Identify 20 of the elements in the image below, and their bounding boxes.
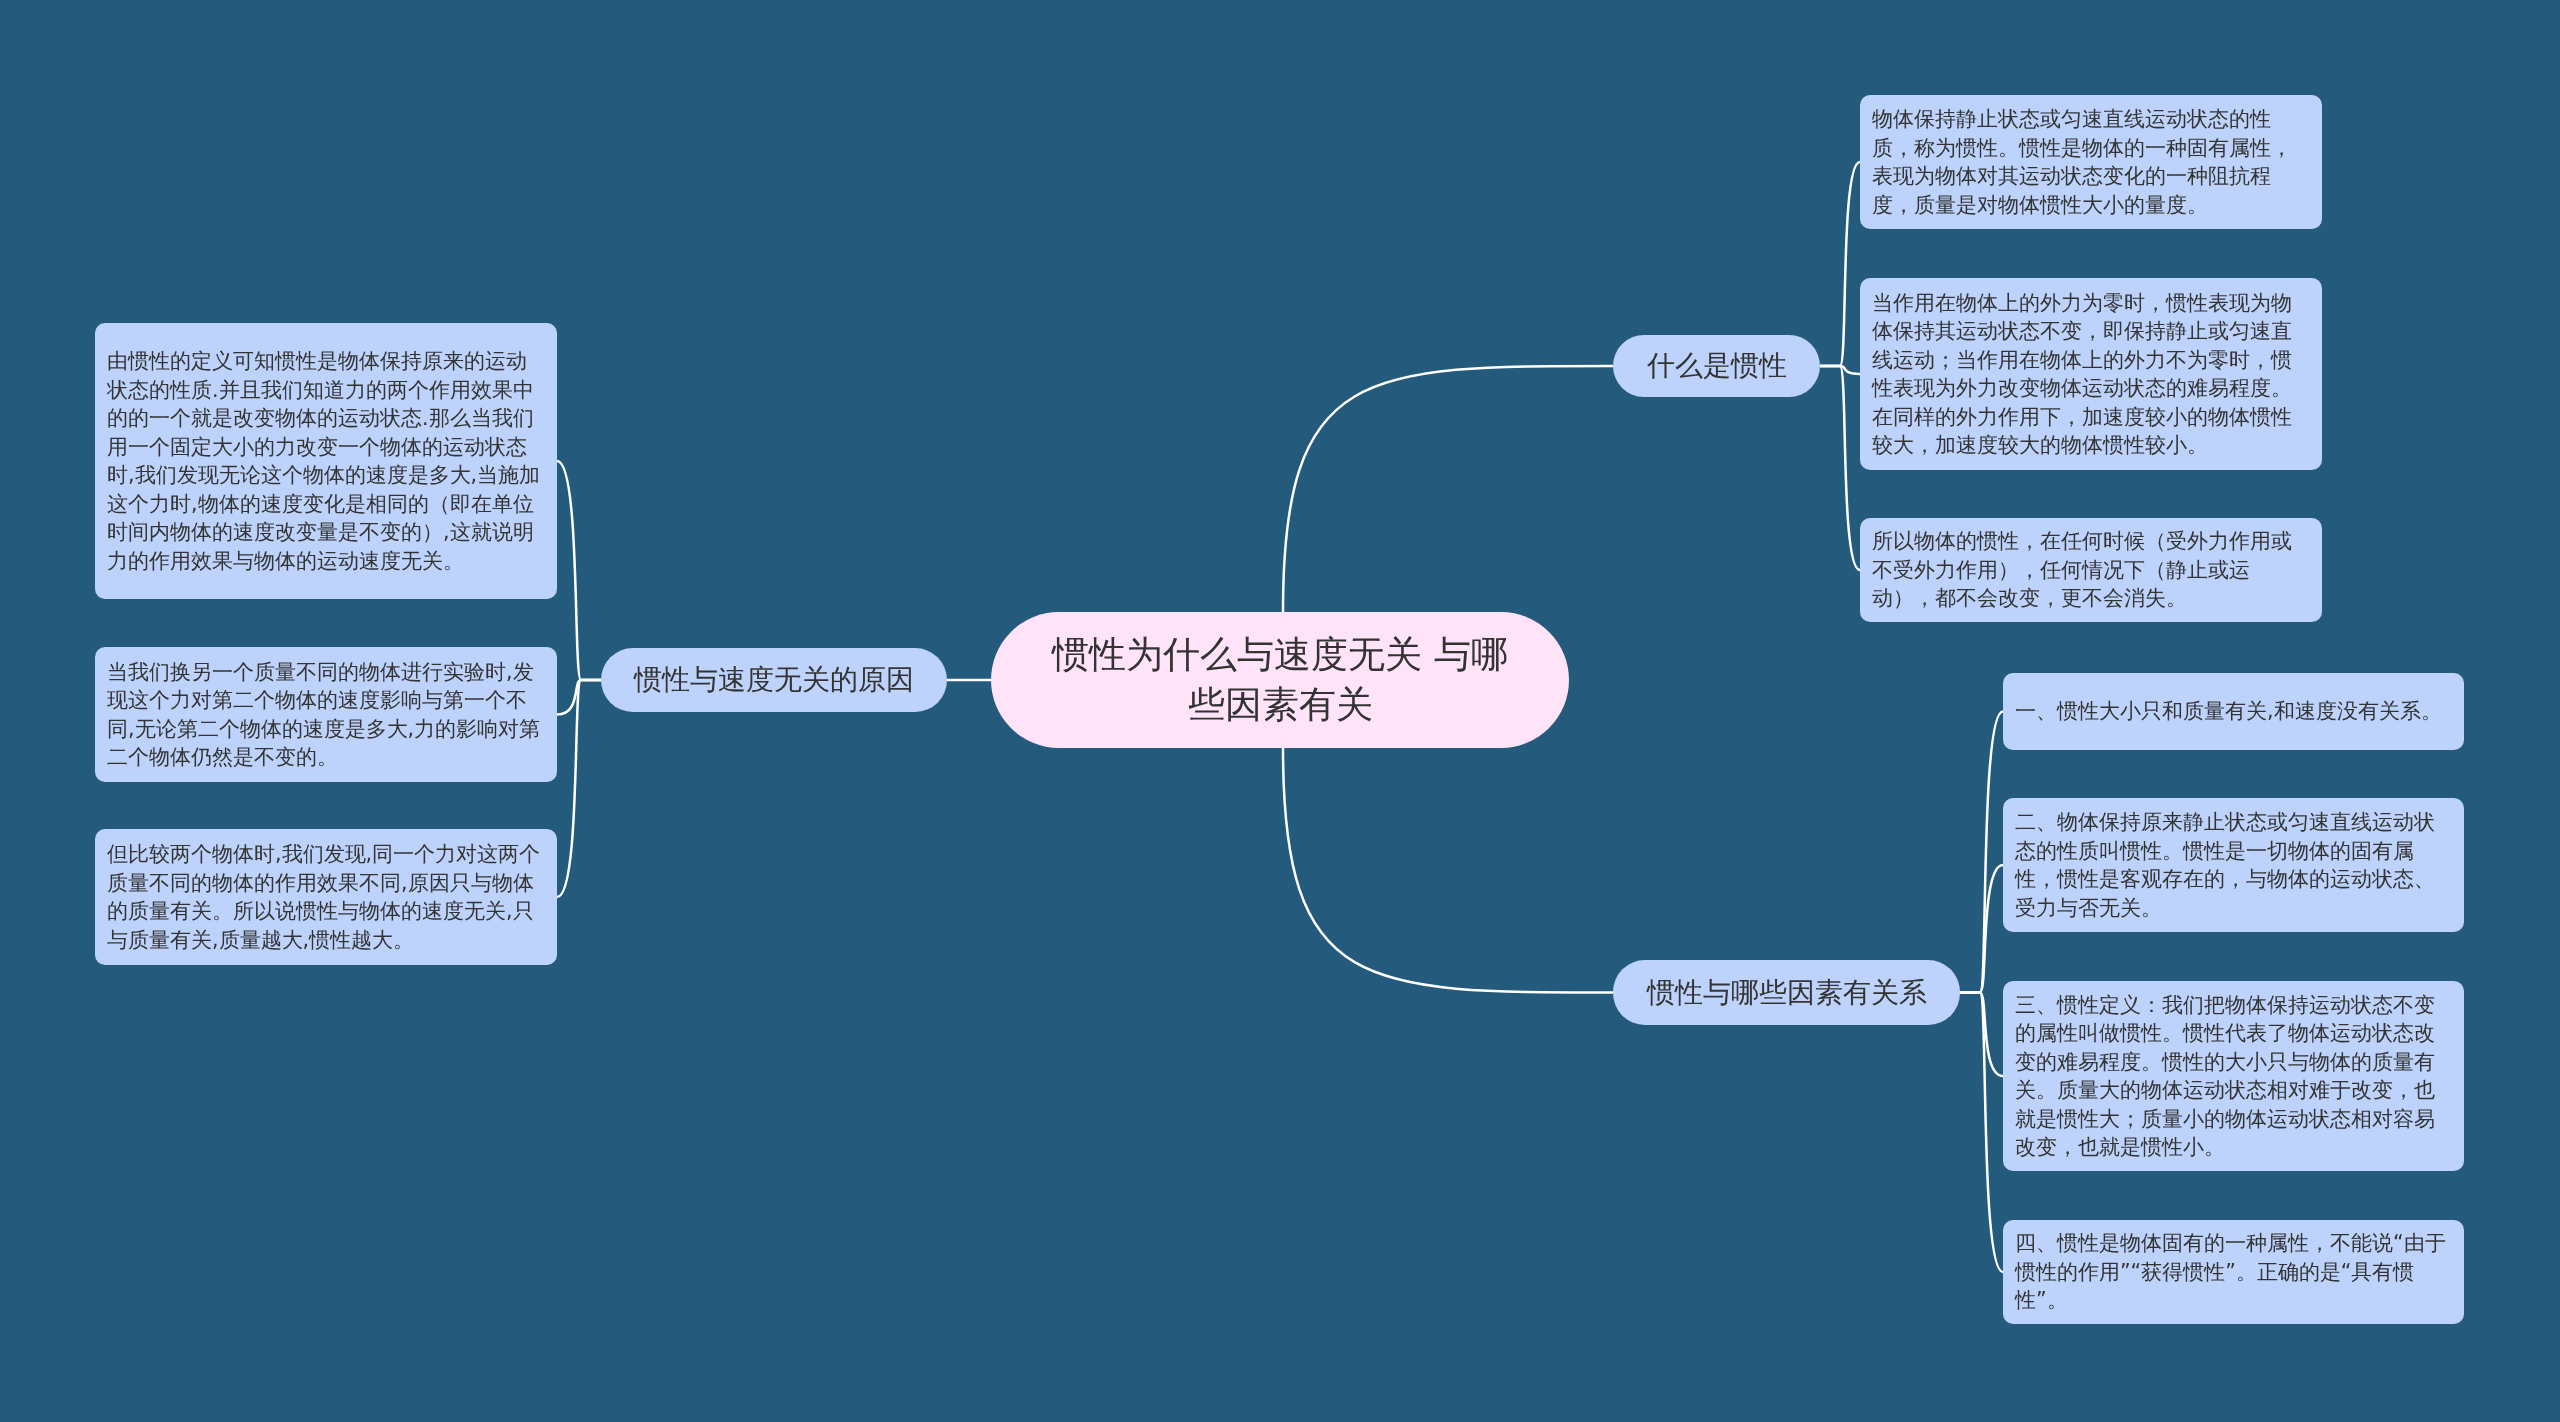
note-box: 一、惯性大小只和质量有关,和速度没有关系。 [2003,673,2464,750]
topic-box: 惯性与速度无关的原因 [601,648,947,712]
connector-line [947,678,991,682]
topic-box: 惯性与哪些因素有关系 [1613,960,1960,1025]
central-topic: 惯性为什么与速度无关 与哪些因素有关 [991,612,1569,748]
connector-line [1960,991,2004,1273]
topic-box: 什么是惯性 [1613,335,1820,397]
note-box: 物体保持静止状态或匀速直线运动状态的性质，称为惯性。惯性是物体的一种固有属性，表现为物体对其运动状态变化的一种阻抗程度，质量是对物体惯性大小的量度。 [1860,95,2322,229]
note-box: 当作用在物体上的外力为零时，惯性表现为物体保持其运动状态不变，即保持静止或匀速直线运动；当作用在物体上的外力不为零时，惯性表现为外力改变物体运动状态的难易程度。在同样的外力作用下，加速度较小的物体惯性较大，加速度较大的物体惯性较小。 [1860,278,2322,470]
connector-line [1281,364,1613,613]
note-box: 所以物体的惯性，在任何时候（受外力作用或不受外力作用），任何情况下（静止或运动），都不会改变，更不会消失。 [1860,518,2322,622]
connector-line [1820,364,1861,571]
note-box: 但比较两个物体时,我们发现,同一个力对这两个质量不同的物体的作用效果不同,原因只与物体的质量有关。所以说惯性与物体的速度无关,只与质量有关,质量越大,惯性越大。 [95,829,557,965]
note-box: 由惯性的定义可知惯性是物体保持原来的运动状态的性质.并且我们知道力的两个作用效果中的的一个就是改变物体的运动状态.那么当我们用一个固定大小的力改变一个物体的运动状态时,我们发现无论这个物体的速度是多大,当施加这个力时,物体的速度变化是相同的（即在单位时间内物体的速度改变量是不变的）,这就说明力的作用效果与物体的运动速度无关。 [95,323,557,599]
connector-line [556,678,601,898]
connector-line [1281,747,1613,994]
note-box: 四、惯性是物体固有的一种属性，不能说“由于惯性的作用”“获得惯性”。正确的是“具有惯性”。 [2003,1220,2464,1324]
note-box: 二、物体保持原来静止状态或匀速直线运动状态的性质叫惯性。惯性是一切物体的固有属性，惯性是客观存在的，与物体的运动状态、受力与否无关。 [2003,798,2464,932]
note-box: 三、惯性定义：我们把物体保持运动状态不变的属性叫做惯性。惯性代表了物体运动状态改变的难易程度。惯性的大小只与物体的质量有关。质量大的物体运动状态相对难于改变，也就是惯性大；质量小的物体运动状态相对容易改变，也就是惯性小。 [2003,981,2464,1171]
note-box: 当我们换另一个质量不同的物体进行实验时,发现这个力对第二个物体的速度影响与第一个不同,无论第二个物体的速度是多大,力的影响对第二个物体仍然是不变的。 [95,647,557,782]
